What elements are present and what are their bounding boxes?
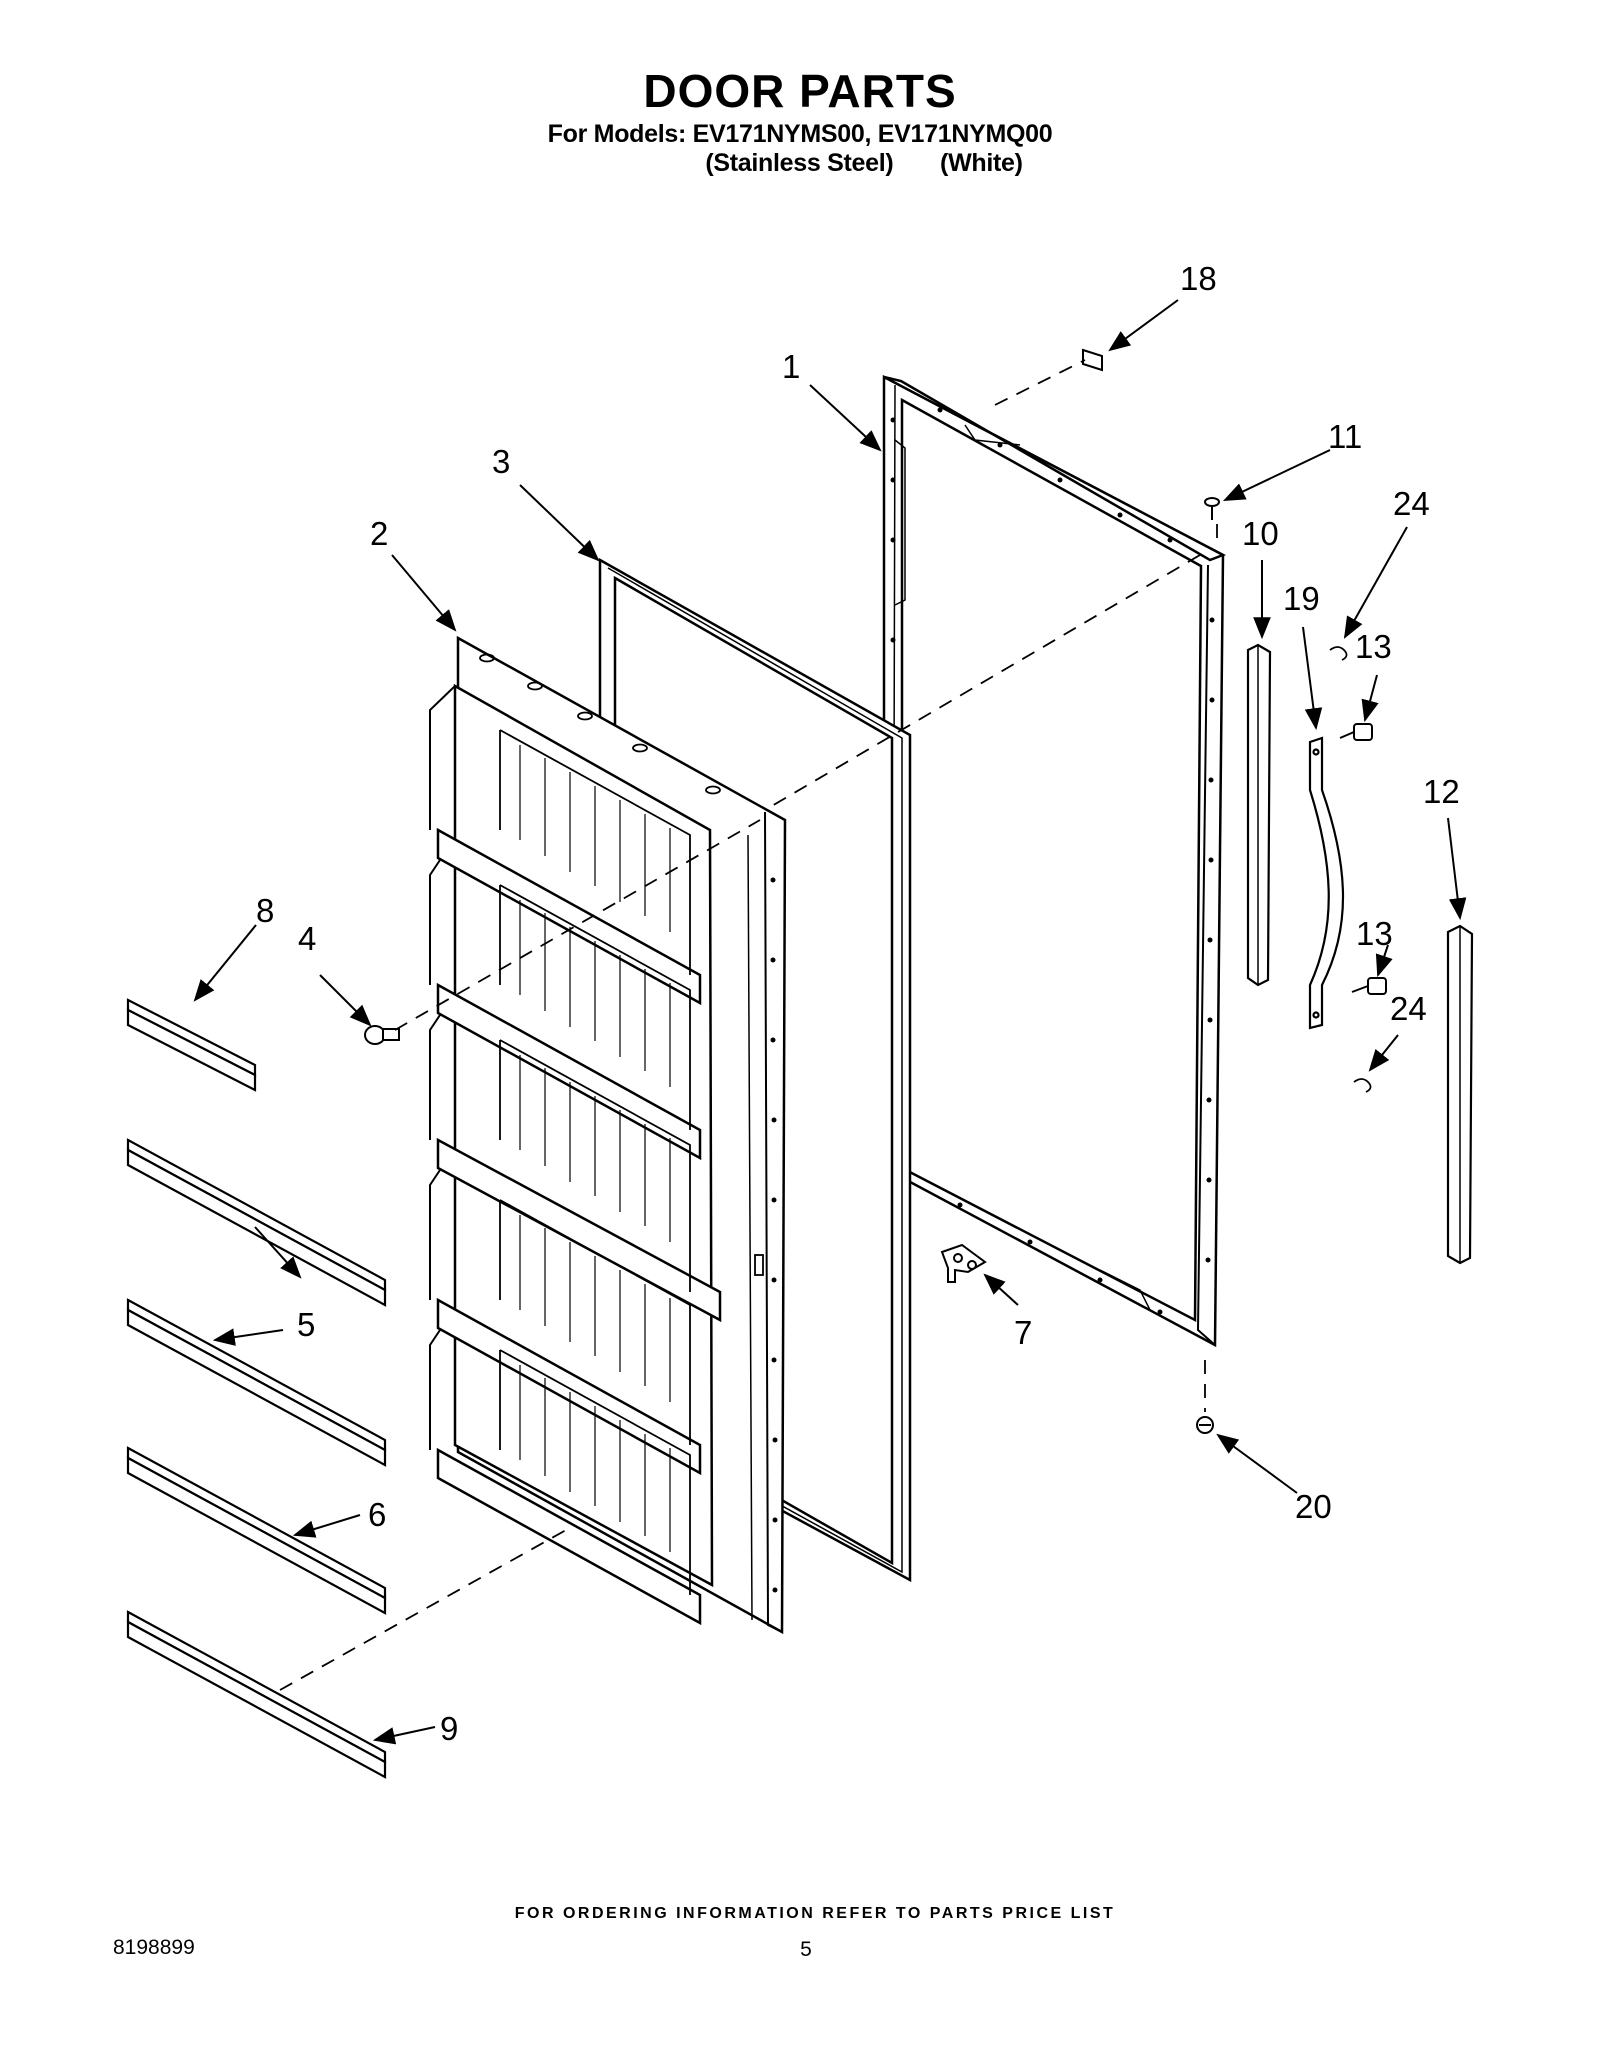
callout-6: 6 bbox=[368, 1496, 386, 1533]
callout-8: 8 bbox=[256, 892, 274, 929]
hinge-part-7 bbox=[940, 1243, 987, 1283]
callout-5-upper: 5 bbox=[297, 1306, 315, 1343]
variant-stainless: (Stainless Steel) bbox=[705, 149, 894, 177]
callout-12: 12 bbox=[1423, 773, 1460, 810]
bin-trim-part-8 bbox=[126, 998, 257, 1092]
model-variants: (Stainless Steel) (White) bbox=[0, 149, 1600, 178]
callout-2: 2 bbox=[370, 515, 388, 552]
door-frame-part-1 bbox=[882, 374, 1227, 1348]
handle-screw-part-13-bottom bbox=[1351, 977, 1387, 995]
callout-4: 4 bbox=[298, 920, 316, 957]
bin-trim-part-6 bbox=[126, 1446, 387, 1615]
clip-part-24-top bbox=[1329, 646, 1348, 661]
callout-labels: 1 2 3 4 5 6 7 8 9 10 11 12 13 13 18 19 2… bbox=[256, 260, 1460, 1747]
callout-24-top: 24 bbox=[1393, 485, 1430, 522]
callout-24-bottom: 24 bbox=[1390, 990, 1427, 1027]
callout-7: 7 bbox=[1014, 1314, 1032, 1351]
trim-strip-part-12 bbox=[1446, 924, 1474, 1265]
bin-trim-part-9 bbox=[126, 1610, 387, 1779]
callout-18: 18 bbox=[1180, 260, 1217, 297]
callout-13-bottom: 13 bbox=[1356, 915, 1393, 952]
label-part-18 bbox=[1082, 348, 1103, 372]
page-title: DOOR PARTS bbox=[643, 65, 957, 117]
handle-part-19 bbox=[1308, 736, 1345, 1030]
callout-3: 3 bbox=[492, 443, 510, 480]
callout-11: 11 bbox=[1328, 418, 1362, 455]
page-number: 5 bbox=[800, 1938, 812, 1961]
cap-part-20 bbox=[1196, 1416, 1214, 1434]
bin-trim-part-5-lower bbox=[126, 1298, 387, 1467]
models-line: For Models: EV171NYMS00, EV171NYMQ00 bbox=[547, 120, 1053, 148]
callout-13-top: 13 bbox=[1355, 628, 1392, 665]
screw-part-11 bbox=[1204, 497, 1220, 520]
clip-part-24-bottom bbox=[1353, 1078, 1372, 1093]
ordering-note: FOR ORDERING INFORMATION REFER TO PARTS … bbox=[514, 1905, 1116, 1922]
handle-screw-part-13-top bbox=[1339, 723, 1373, 741]
inner-door-liner-part-2 bbox=[429, 635, 787, 1635]
document-number: 8198899 bbox=[113, 1936, 195, 1959]
callout-9: 9 bbox=[440, 1710, 458, 1747]
trim-strip-part-10 bbox=[1246, 643, 1272, 987]
assembly-lines bbox=[279, 359, 1218, 1691]
callout-arrows bbox=[193, 299, 1467, 1745]
callout-19: 19 bbox=[1283, 580, 1320, 617]
screw-part-4 bbox=[364, 1025, 400, 1045]
callout-20: 20 bbox=[1295, 1488, 1332, 1525]
variant-white: (White) bbox=[940, 149, 1023, 177]
bin-trim-part-5-upper bbox=[126, 1138, 387, 1307]
callout-10: 10 bbox=[1242, 515, 1279, 552]
callout-1: 1 bbox=[782, 348, 800, 385]
